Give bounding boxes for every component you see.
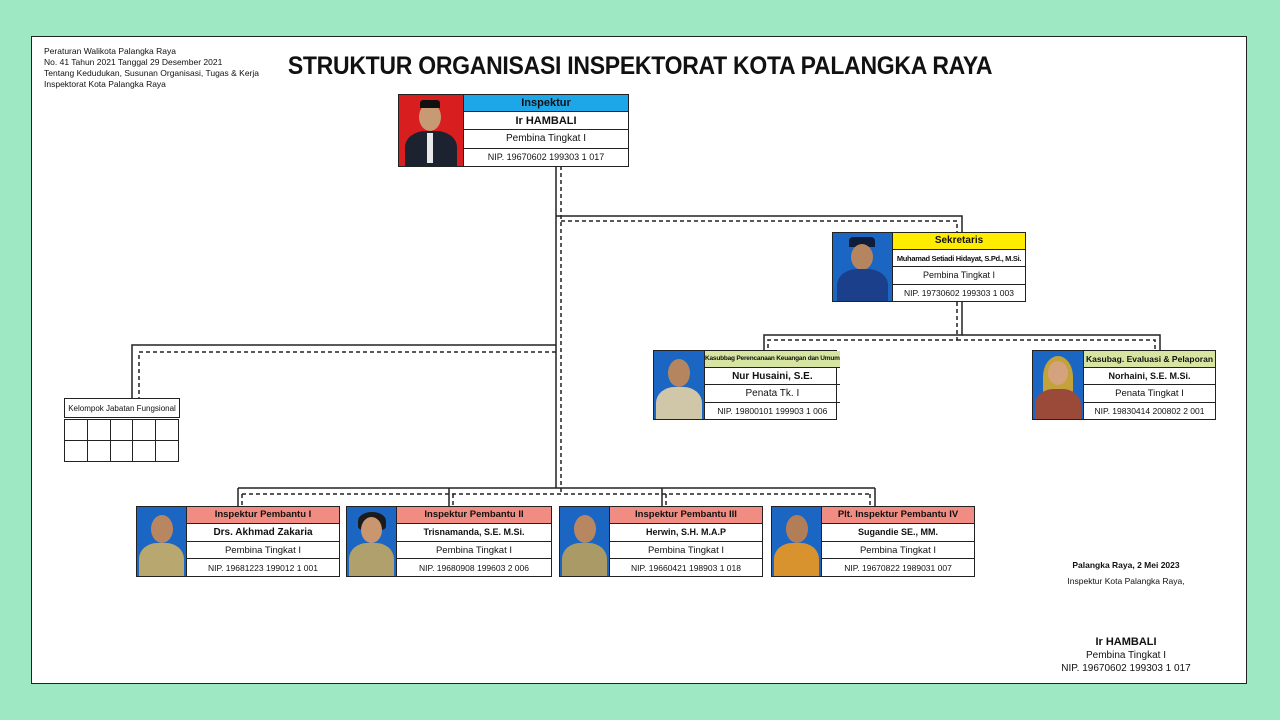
pembantu-3-photo <box>560 507 610 576</box>
sekretaris-nip: NIP. 19730602 199303 1 003 <box>904 287 1014 298</box>
sekretaris-role: Sekretaris <box>893 233 1025 250</box>
regulation-line: No. 41 Tahun 2021 Tanggal 29 Desember 20… <box>44 57 223 67</box>
pembantu-1-role: Inspektur Pembantu I <box>187 507 339 524</box>
regulation-line: Peraturan Walikota Palangka Raya <box>44 46 176 56</box>
pembantu-3-rank: Pembina Tingkat I <box>610 542 762 560</box>
kasubbag-perencanaan-photo <box>654 351 705 419</box>
inspektur-photo <box>399 95 464 166</box>
inspektur-card: Inspektur Ir HAMBALI Pembina Tingkat I N… <box>398 94 629 167</box>
pembantu-3-card: Inspektur Pembantu III Herwin, S.H. M.A.… <box>559 506 763 577</box>
kasubbag-perencanaan-name: Nur Husaini, S.E. <box>705 368 840 386</box>
pembantu-1-name: Drs. Akhmad Zakaria <box>187 524 339 542</box>
sekretaris-name: Muhamad Setiadi Hidayat, S.Pd., M.Si. <box>893 250 1025 268</box>
kasubbag-perencanaan-role: Kasubbag Perencanaan Keuangan dan Umum <box>705 351 840 368</box>
pembantu-4-rank: Pembina Tingkat I <box>822 542 974 560</box>
inspektur-rank: Pembina Tingkat I <box>464 130 628 149</box>
kasubbag-evaluasi-card: Kasubag. Evaluasi & Pelaporan Norhaini, … <box>1032 350 1216 420</box>
pembantu-3-nip: NIP. 19660421 198903 1 018 <box>631 562 741 573</box>
pembantu-3-role: Inspektur Pembantu III <box>610 507 762 524</box>
kasubbag-perencanaan-rank: Penata Tk. I <box>705 385 840 403</box>
pembantu-1-photo <box>137 507 187 576</box>
kasubbag-perencanaan-nip: NIP. 19800101 199903 1 006 <box>717 405 828 416</box>
signature-date: Palangka Raya, 2 Mei 2023 <box>1072 560 1180 570</box>
pembantu-2-card: Inspektur Pembantu II Trisnamanda, S.E. … <box>346 506 552 577</box>
kasubbag-evaluasi-rank: Penata Tingkat I <box>1084 385 1215 403</box>
pembantu-2-rank: Pembina Tingkat I <box>397 542 551 560</box>
pembantu-1-rank: Pembina Tingkat I <box>187 542 339 560</box>
inspektur-nip: NIP. 19670602 199303 1 017 <box>487 152 605 163</box>
sekretaris-card: Sekretaris Muhamad Setiadi Hidayat, S.Pd… <box>832 232 1026 302</box>
pembantu-4-photo <box>772 507 822 576</box>
kasubbag-evaluasi-nip: NIP. 19830414 200802 2 001 <box>1094 405 1205 416</box>
pembantu-2-photo <box>347 507 397 576</box>
signature-office: Inspektur Kota Palangka Raya, <box>1067 576 1185 586</box>
kasubbag-perencanaan-card: Kasubbag Perencanaan Keuangan dan Umum N… <box>653 350 840 420</box>
inspektur-name: Ir HAMBALI <box>464 112 628 131</box>
fungsional-grid <box>64 419 179 462</box>
fungsional-group: Kelompok Jabatan Fungsional <box>64 398 180 462</box>
pembantu-4-nip: NIP. 19670822 1989031 007 <box>844 562 952 573</box>
inspektur-role: Inspektur <box>464 95 628 112</box>
pembantu-4-card: Plt. Inspektur Pembantu IV Sugandie SE.,… <box>771 506 975 577</box>
sekretaris-rank: Pembina Tingkat I <box>893 267 1025 285</box>
pembantu-4-role: Plt. Inspektur Pembantu IV <box>822 507 974 524</box>
kasubbag-evaluasi-name: Norhaini, S.E. M.Si. <box>1084 368 1215 386</box>
signature-nip: NIP. 19670602 199303 1 017 <box>1061 663 1191 674</box>
regulation-line: Tentang Kedudukan, Susunan Organisasi, T… <box>44 68 260 78</box>
kasubbag-evaluasi-photo <box>1033 351 1084 419</box>
sekretaris-photo <box>833 233 893 301</box>
chart-title: STRUKTUR ORGANISASI INSPEKTORAT KOTA PAL… <box>287 52 993 80</box>
signature-name: Ir HAMBALI <box>1095 636 1157 648</box>
pembantu-2-role: Inspektur Pembantu II <box>397 507 551 524</box>
pembantu-1-card: Inspektur Pembantu I Drs. Akhmad Zakaria… <box>136 506 340 577</box>
pembantu-4-name: Sugandie SE., MM. <box>822 524 974 542</box>
regulation-note: Peraturan Walikota Palangka Raya No. 41 … <box>44 46 259 90</box>
pembantu-2-name: Trisnamanda, S.E. M.Si. <box>397 524 551 542</box>
regulation-line: Inspektorat Kota Palangka Raya <box>44 79 166 89</box>
pembantu-2-nip: NIP. 19680908 199603 2 006 <box>419 562 529 573</box>
signature-rank: Pembina Tingkat I <box>1085 650 1167 661</box>
kasubbag-evaluasi-role: Kasubag. Evaluasi & Pelaporan <box>1084 351 1215 368</box>
fungsional-label: Kelompok Jabatan Fungsional <box>64 398 180 418</box>
pembantu-1-nip: NIP. 19681223 199012 1 001 <box>208 562 318 573</box>
pembantu-3-name: Herwin, S.H. M.A.P <box>610 524 762 542</box>
